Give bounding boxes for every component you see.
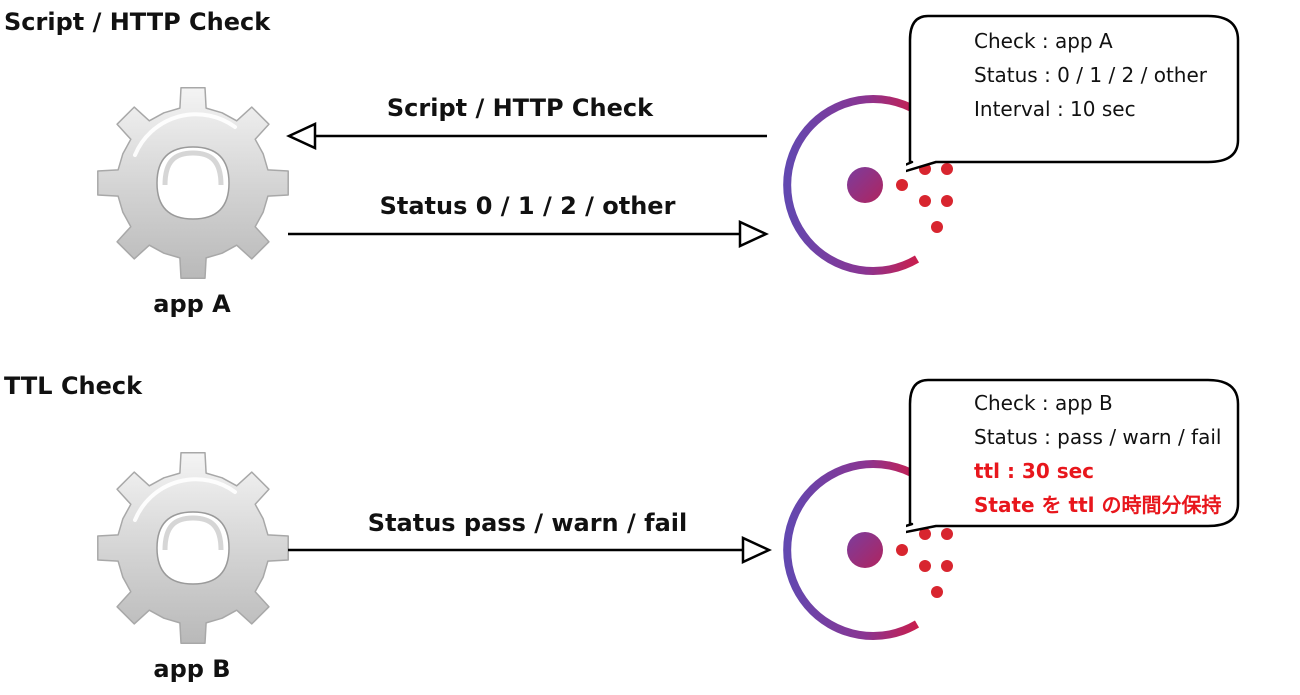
info-callout: Check : app A Status : 0 / 1 / 2 / other… <box>906 10 1242 173</box>
callout-line-highlight: State を ttl の時間分保持 <box>974 493 1222 517</box>
consul-logo-icon <box>765 450 965 650</box>
info-callout: Check : app B Status : pass / warn / fai… <box>906 376 1242 556</box>
callout-line: Check : app B <box>974 391 1113 415</box>
callout-line: Interval : 10 sec <box>974 97 1136 121</box>
callout-line: Status : pass / warn / fail <box>974 425 1222 449</box>
arrow-label: Status 0 / 1 / 2 / other <box>379 192 676 220</box>
section-title: TTL Check <box>4 372 143 400</box>
callout-line-highlight: ttl : 30 sec <box>974 459 1095 483</box>
gear-icon <box>95 85 291 281</box>
arrow-label: Script / HTTP Check <box>386 94 654 122</box>
arrow-app-a-to-consul <box>288 220 769 248</box>
arrow-consul-to-app-a <box>286 122 767 150</box>
section-title: Script / HTTP Check <box>4 8 271 36</box>
app-label: app A <box>153 290 231 318</box>
callout-line: Check : app A <box>974 29 1113 53</box>
arrow-label: Status pass / warn / fail <box>367 509 688 537</box>
gear-icon <box>95 450 291 646</box>
app-label: app B <box>153 655 231 683</box>
arrow-app-b-to-consul <box>288 536 772 564</box>
callout-line: Status : 0 / 1 / 2 / other <box>974 63 1207 87</box>
